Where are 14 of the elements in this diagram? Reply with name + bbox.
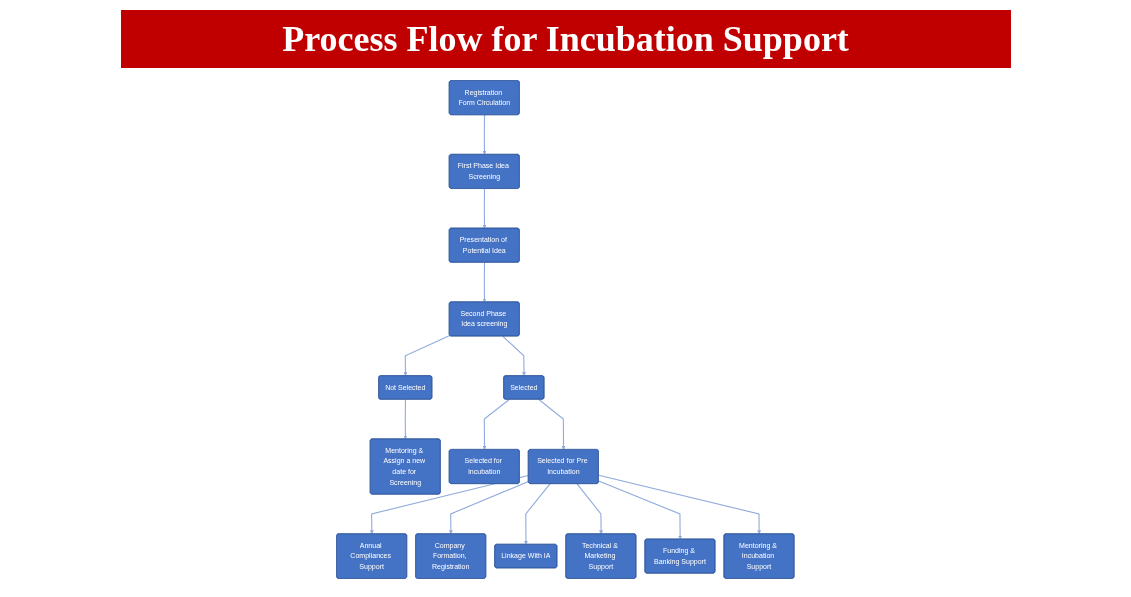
- arrow: [598, 479, 683, 539]
- arrow: [538, 398, 566, 450]
- arrow: [482, 261, 487, 302]
- title-banner: Process Flow for Incubation Support: [120, 10, 1011, 68]
- arrow: [482, 187, 487, 228]
- arrow: [524, 482, 551, 545]
- arrow: [482, 113, 487, 155]
- arrow: [482, 398, 510, 450]
- arrow: [403, 398, 408, 439]
- arrow: [576, 482, 604, 534]
- arrow: [502, 335, 527, 376]
- arrow: [449, 480, 530, 534]
- arrow: [598, 474, 762, 534]
- arrow: [403, 334, 451, 376]
